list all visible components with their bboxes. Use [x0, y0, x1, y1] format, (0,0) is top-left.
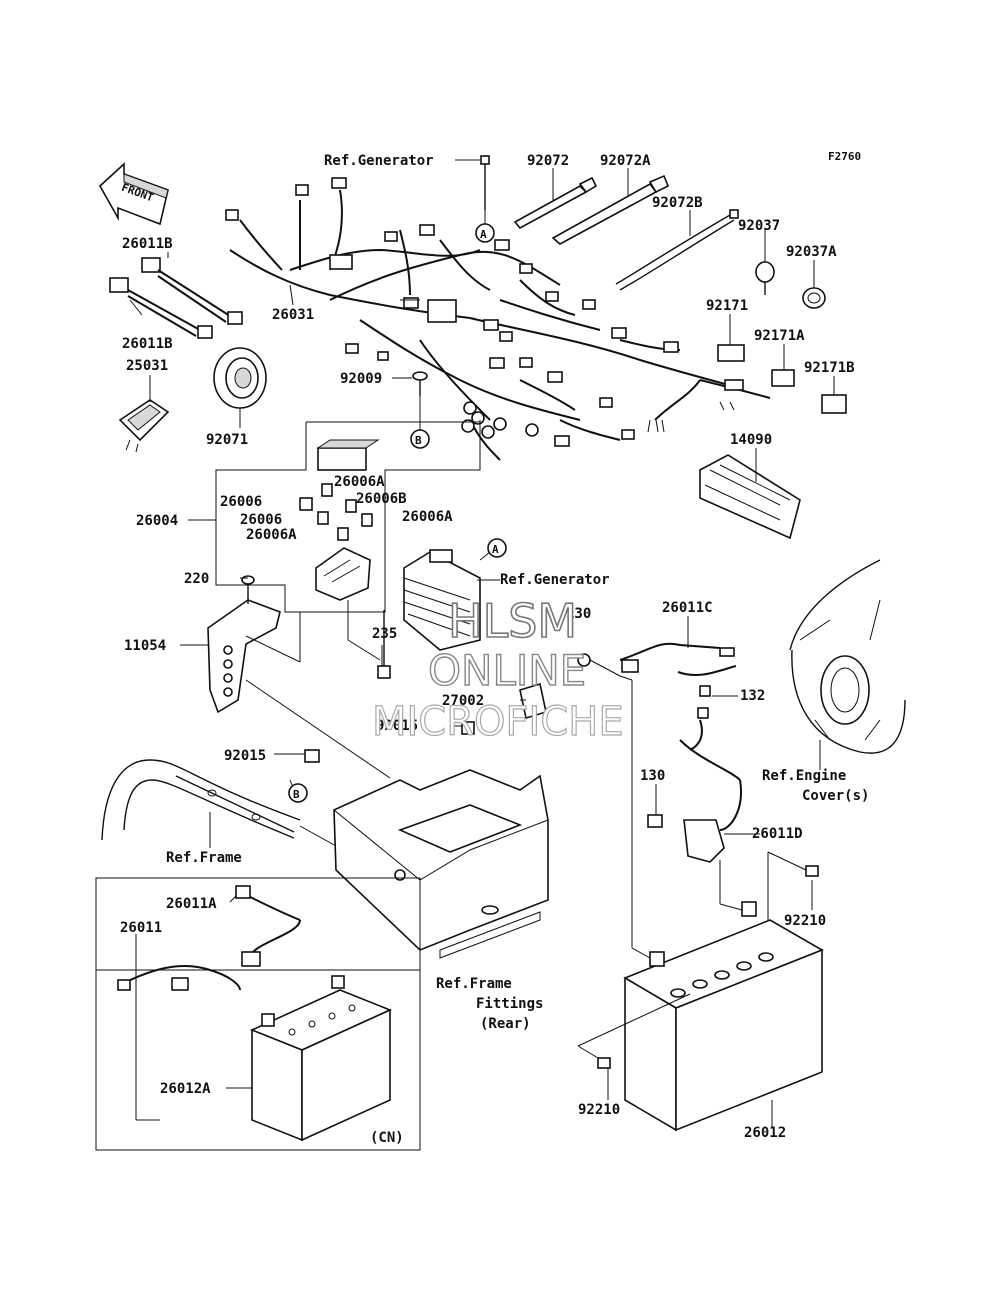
label-92210-bottom: 92210	[578, 1102, 620, 1118]
screw-92009-drawing	[412, 371, 428, 396]
watermark-line-3: MICROFICHE	[372, 699, 624, 745]
label-26006a-2: 26006A	[402, 509, 453, 525]
watermark-line-1: HLSM	[448, 594, 577, 648]
cover-14090-drawing	[699, 454, 801, 540]
label-25031: 25031	[126, 358, 168, 374]
battery-cables-drawing	[577, 642, 742, 863]
label-26011b-bottom: 26011B	[122, 336, 173, 352]
label-26012: 26012	[744, 1125, 786, 1141]
label-220: 220	[184, 571, 209, 587]
watermark-line-2: ONLINE	[428, 646, 586, 695]
label-ref-frame-fittings-3: (Rear)	[480, 1016, 531, 1032]
label-92072a: 92072A	[600, 153, 651, 169]
label-26006b: 26006B	[356, 491, 407, 507]
svg-text:B: B	[415, 434, 422, 447]
callout-b-mid: B	[410, 429, 430, 449]
figure-code: F2760	[828, 150, 861, 163]
label-92071: 92071	[206, 432, 248, 448]
label-26006a-1: 26006A	[334, 474, 385, 490]
bracket-11054-drawing	[207, 575, 281, 714]
battery-case-drawing	[304, 682, 549, 959]
label-26004: 26004	[136, 513, 178, 529]
label-92037: 92037	[738, 218, 780, 234]
label-27002: 27002	[442, 693, 484, 709]
label-92015-2: 92015	[224, 748, 266, 764]
callout-a-top: A	[475, 223, 495, 243]
svg-text:B: B	[293, 788, 300, 801]
cn-variant-box	[95, 877, 421, 1151]
leader-lines	[96, 159, 835, 1128]
label-92072: 92072	[527, 153, 569, 169]
label-ref-generator-mid: Ref.Generator	[500, 572, 610, 588]
label-cn: (CN)	[370, 1130, 404, 1146]
tie-straps-drawing	[513, 174, 739, 291]
label-ref-engine-1: Ref.Engine	[762, 768, 846, 784]
label-ref-frame-fittings-1: Ref.Frame	[436, 976, 512, 992]
label-ref-generator-top: Ref.Generator	[324, 153, 434, 169]
bolt-235-drawing	[377, 610, 391, 679]
label-92210-right: 92210	[784, 913, 826, 929]
regulator-drawing	[403, 549, 481, 651]
label-92072b: 92072B	[652, 195, 703, 211]
engine-cover-drawing	[789, 559, 906, 754]
label-26011c: 26011C	[662, 600, 713, 616]
label-26011a: 26011A	[166, 896, 217, 912]
label-26011b-top: 26011B	[122, 236, 173, 252]
grommet-92071-drawing	[213, 347, 267, 409]
label-92015-1: 92015	[376, 718, 418, 734]
lead-26011b-drawing	[109, 257, 243, 339]
wiring-harness-drawing	[225, 177, 771, 461]
svg-text:A: A	[480, 228, 487, 241]
battery-26012-drawing	[597, 865, 824, 1132]
label-26031: 26031	[272, 307, 314, 323]
label-92171: 92171	[706, 298, 748, 314]
label-ref-frame-fittings-2: Fittings	[476, 996, 543, 1012]
callout-b-frame: B	[288, 783, 308, 803]
fuse-box-group-outline	[215, 420, 481, 613]
label-14090: 14090	[730, 432, 772, 448]
label-130: 130	[640, 768, 665, 784]
label-130-top: 130	[566, 606, 591, 622]
label-92171b: 92171B	[804, 360, 855, 376]
relay-25031-drawing	[118, 399, 170, 453]
label-ref-engine-2: Cover(s)	[802, 788, 869, 804]
label-26011d: 26011D	[752, 826, 803, 842]
bolt-ref-generator-drawing	[480, 155, 490, 225]
frame-drawing	[101, 759, 301, 841]
label-92009: 92009	[340, 371, 382, 387]
label-26006-2: 26006	[240, 512, 282, 528]
label-ref-frame: Ref.Frame	[166, 850, 242, 866]
label-92171a: 92171A	[754, 328, 805, 344]
clamps-drawing	[717, 261, 847, 414]
label-92037a: 92037A	[786, 244, 837, 260]
label-26012a: 26012A	[160, 1081, 211, 1097]
callout-a-mid: A	[487, 538, 507, 558]
label-26011: 26011	[120, 920, 162, 936]
label-26006a-3: 26006A	[246, 527, 297, 543]
label-132: 132	[740, 688, 765, 704]
front-arrow-icon: FRONT	[98, 162, 169, 226]
label-11054: 11054	[124, 638, 166, 654]
label-26006-1: 26006	[220, 494, 262, 510]
label-235: 235	[372, 626, 397, 642]
svg-text:A: A	[492, 543, 499, 556]
